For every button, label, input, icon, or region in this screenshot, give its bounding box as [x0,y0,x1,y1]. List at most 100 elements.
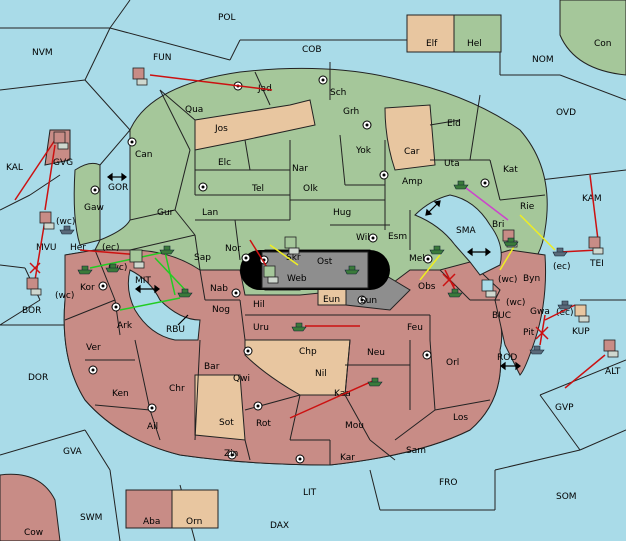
units[interactable] [26,67,619,358]
svg-text:KUP: KUP [572,327,590,337]
svg-text:Olk: Olk [303,184,319,194]
svg-text:Chr: Chr [169,384,185,394]
svg-text:Eld: Eld [447,119,461,129]
svg-text:Elf: Elf [426,39,438,49]
fleet-icon[interactable] [552,247,568,257]
svg-text:(wc): (wc) [55,291,74,301]
legend-bottom: Aba Orn [125,489,219,529]
svg-text:Feu: Feu [407,323,423,333]
svg-text:GOR: GOR [108,183,128,193]
fleet-icon[interactable] [344,265,360,275]
svg-text:NOM: NOM [532,55,554,65]
fleet-icon[interactable] [291,322,307,332]
svg-text:(wc): (wc) [498,275,517,285]
svg-text:Zin: Zin [224,449,238,459]
svg-text:Con: Con [594,39,612,49]
svg-text:Cow: Cow [24,528,43,538]
svg-text:(ec): (ec) [556,308,574,318]
svg-text:Jos: Jos [214,124,228,134]
fleets[interactable] [59,180,573,387]
red-tail [469,249,547,376]
fleet-icon[interactable] [177,288,193,298]
svg-text:Kor: Kor [80,283,95,293]
svg-text:KAL: KAL [6,163,23,173]
army-icon[interactable] [481,279,497,298]
svg-text:BUC: BUC [492,311,511,321]
svg-text:TEI: TEI [589,259,604,269]
svg-text:Pit: Pit [523,328,535,338]
svg-text:GVA: GVA [63,447,83,457]
svg-text:Sap: Sap [194,253,211,263]
svg-text:(ec): (ec) [102,243,120,253]
svg-text:Orn: Orn [186,517,202,527]
svg-text:GVG: GVG [53,158,73,168]
svg-text:Gwa: Gwa [530,307,550,317]
svg-text:Sch: Sch [330,88,346,98]
svg-text:Sam: Sam [406,446,426,456]
army-icon[interactable] [26,277,42,296]
svg-text:Mel: Mel [409,254,425,264]
svg-text:Hug: Hug [333,208,351,218]
svg-text:(wc): (wc) [56,217,75,227]
fleet-icon[interactable] [367,377,383,387]
legend-top: Elf Hel [406,14,502,53]
svg-text:DAX: DAX [270,521,289,531]
svg-text:MIT: MIT [135,276,151,286]
svg-text:Qua: Qua [185,105,203,115]
fleet-icon[interactable] [59,225,75,235]
fleet-icon[interactable] [159,245,175,255]
svg-text:SOM: SOM [556,492,577,502]
failed-markers [29,262,549,340]
fleet-icon[interactable] [447,288,463,298]
lagoon-rbu [127,269,201,341]
fleet-icon[interactable] [105,263,121,273]
svg-text:SWM: SWM [80,513,102,523]
svg-text:Hil: Hil [253,300,265,310]
land-cow [0,473,61,541]
fleet-icon[interactable] [557,300,573,310]
svg-text:ALT: ALT [605,367,621,377]
svg-text:(wc): (wc) [506,298,525,308]
army-icon[interactable] [129,249,145,269]
svg-text:FUN: FUN [153,53,172,63]
svg-text:Ken: Ken [112,389,129,399]
army-icon[interactable] [39,211,55,230]
svg-text:RBU: RBU [166,325,185,335]
svg-text:Her: Her [70,243,86,253]
army-icon[interactable] [574,304,590,323]
svg-text:Mou: Mou [345,421,364,431]
svg-text:Orl: Orl [446,358,459,368]
territory-borders [64,62,546,465]
fleet-icon[interactable] [503,237,519,247]
army-icon[interactable] [284,236,300,255]
svg-text:BOR: BOR [22,306,41,316]
svg-text:ROD: ROD [497,353,517,363]
fleet-icon[interactable] [529,345,545,355]
svg-text:Qwi: Qwi [233,374,250,384]
land-labels-green: Jad Sch Qua Jos Grh Can Car Eld Elc Nar … [70,84,535,284]
fleet-icon[interactable] [77,265,93,275]
svg-text:Hel: Hel [467,39,482,49]
svg-text:Los: Los [453,413,468,423]
svg-text:(ec): (ec) [553,262,571,272]
army-icon[interactable] [263,265,279,284]
svg-text:Kat: Kat [503,165,518,175]
neutral-chp [244,339,351,396]
svg-text:Elc: Elc [218,158,231,168]
svg-text:Ost: Ost [317,257,333,267]
army-icon[interactable] [132,67,148,86]
army-icon[interactable] [603,339,619,358]
svg-text:Nil: Nil [315,369,327,379]
lagoon-sma [414,194,502,276]
svg-text:Rot: Rot [256,419,271,429]
svg-text:Skr: Skr [286,253,301,263]
army-icon[interactable] [588,236,604,255]
passage-arrows [107,172,521,371]
svg-text:Sot: Sot [219,418,234,428]
army-icon[interactable] [53,131,69,150]
svg-text:Aba: Aba [143,517,160,527]
fleet-icon[interactable] [429,245,445,255]
svg-text:DOR: DOR [28,373,48,383]
fleet-icon[interactable] [453,180,469,190]
